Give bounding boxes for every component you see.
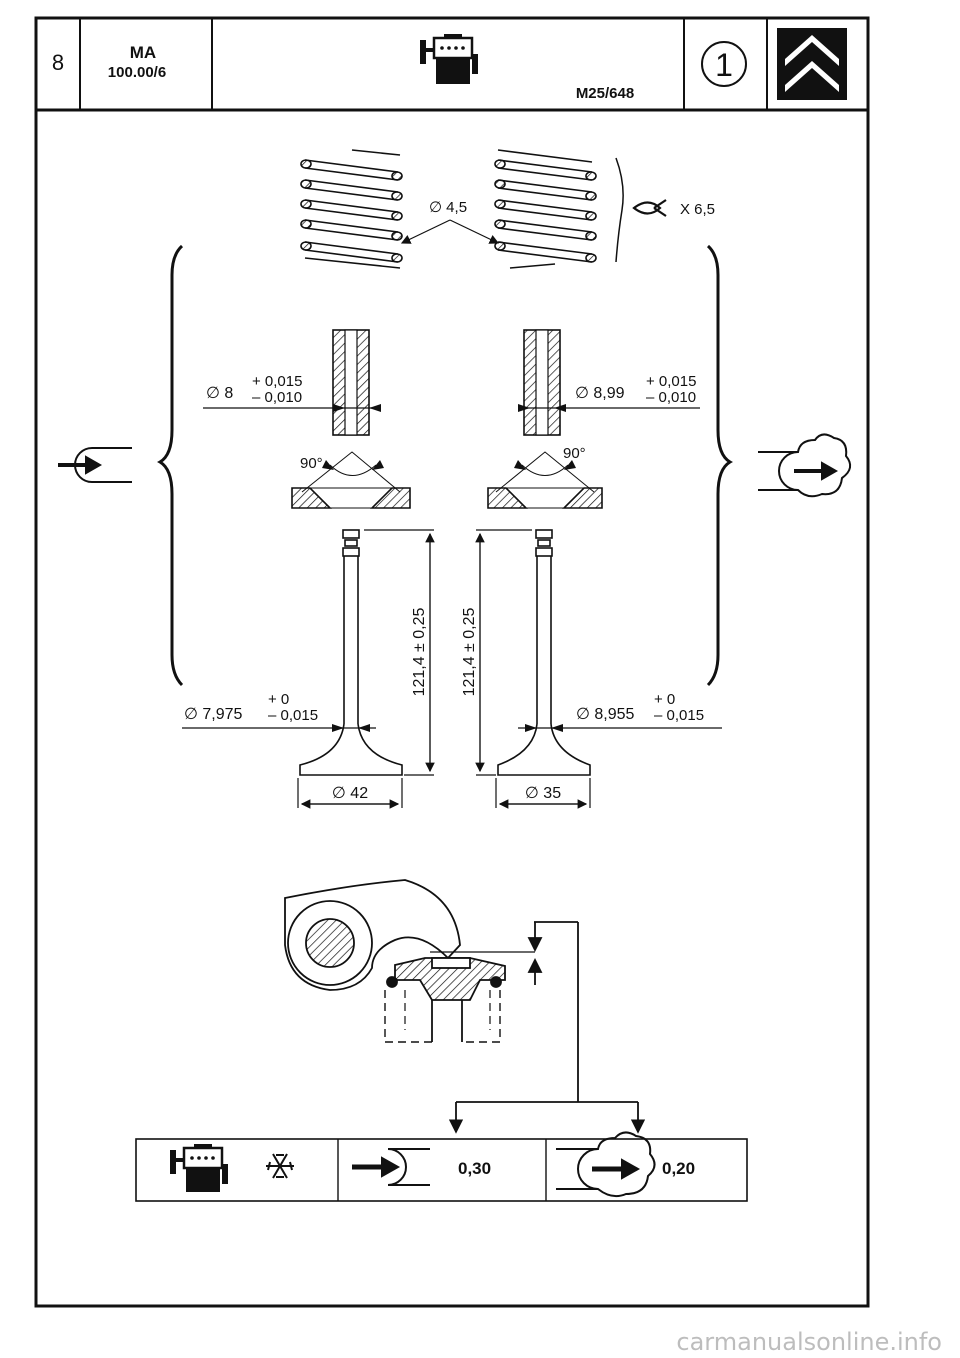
watermark: carmanualsonline.info: [676, 1328, 942, 1356]
exhaust-guide-tol-minus: – 0,010: [646, 389, 696, 406]
spring-wire-diameter: ∅ 4,5: [429, 199, 467, 216]
outer-frame: [34, 16, 870, 1308]
exhaust-stem-tol-plus: + 0: [654, 691, 675, 708]
exhaust-head-dimension: [495, 778, 591, 809]
valve-spring-left: [300, 149, 403, 269]
page-number: 8: [52, 50, 64, 75]
intake-length: 121,4 ± 0,25: [411, 607, 428, 696]
exhaust-guide-base: ∅ 8,99: [575, 385, 625, 402]
exhaust-length: 121,4 ± 0,25: [461, 607, 478, 696]
valve-guide-exhaust: [523, 329, 561, 436]
exhaust-side-icon: [758, 433, 852, 498]
spring-bracket: [615, 157, 624, 263]
doc-code-line1: MA: [130, 43, 156, 62]
spring-wire-leaders: [400, 219, 500, 244]
intake-stem-tol-minus: – 0,015: [268, 707, 318, 724]
intake-seat-angle: 90°: [300, 455, 323, 472]
brace-left: [157, 244, 184, 687]
engine-cold-icon: [170, 1144, 228, 1192]
reference-code: M25/648: [576, 85, 634, 102]
spring-coil-icon: [632, 199, 667, 217]
spring-quantity: X 6,5: [680, 201, 715, 218]
intake-stem-base: ∅ 7,975: [184, 706, 243, 723]
intake-stem-tol-plus: + 0: [268, 691, 289, 708]
snowflake-icon: [266, 1153, 294, 1179]
valve-guide-intake: [332, 329, 370, 436]
exhaust-length-dimension: [475, 529, 532, 776]
rocker-arm-diagram: [284, 879, 646, 1134]
valve-seat-intake: [291, 451, 411, 509]
exhaust-clearance-value: 0,20: [662, 1159, 695, 1178]
valve-spring-right: [494, 149, 597, 269]
intake-clearance-value: 0,30: [458, 1159, 491, 1178]
exhaust-stem-base: ∅ 8,955: [576, 706, 635, 723]
intake-head-diameter: ∅ 42: [332, 785, 368, 802]
circled-number: [701, 41, 747, 87]
valve-seat-exhaust: [487, 451, 603, 509]
circled-number-label: 1: [715, 47, 733, 83]
exhaust-seat-angle: 90°: [563, 445, 586, 462]
intake-guide-base: ∅ 8: [206, 385, 233, 402]
citroen-logo-icon: [777, 28, 847, 100]
doc-code-line2: 100.00/6: [108, 64, 166, 81]
header: 8 MA 100.00/6 M25/648 1: [36, 18, 868, 112]
exhaust-stem-tol-minus: – 0,015: [654, 707, 704, 724]
intake-side-icon: [58, 447, 132, 483]
exhaust-guide-tol-plus: + 0,015: [646, 373, 696, 390]
intake-arrow-icon: [352, 1148, 430, 1186]
exhaust-head-diameter: ∅ 35: [525, 785, 561, 802]
clearance-table: [135, 1138, 748, 1202]
valve-exhaust: [497, 529, 591, 776]
intake-guide-tol-plus: + 0,015: [252, 373, 302, 390]
engine-icon: [420, 34, 478, 84]
intake-guide-tol-minus: – 0,010: [252, 389, 302, 406]
intake-head-dimension: [297, 778, 403, 809]
valve-intake: [299, 529, 403, 776]
brace-right: [706, 244, 733, 687]
exhaust-arrow-icon: [556, 1131, 656, 1198]
intake-length-dimension: [364, 529, 435, 776]
